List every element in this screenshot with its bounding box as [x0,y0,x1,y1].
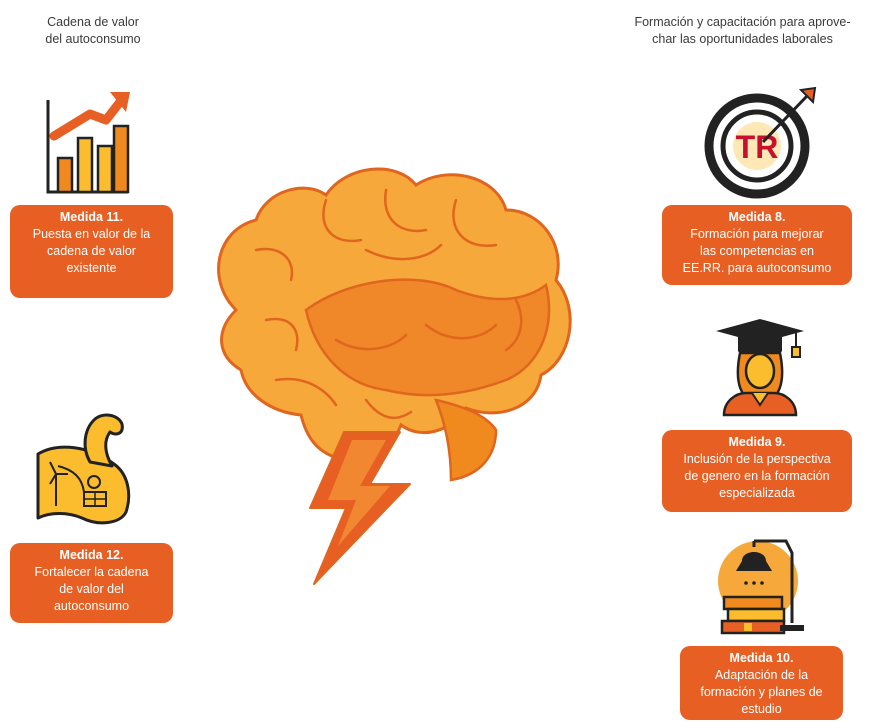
study-lamp-books-icon [718,539,804,635]
medida-12-card: Medida 12. Fortalecer la cadena de valor… [10,543,173,623]
medida-9-card: Medida 9. Inclusión de la perspectiva de… [662,430,852,512]
right-heading: Formación y capacitación para aprove- ch… [610,14,875,48]
medida-9-line-2: de genero en la formación [684,469,830,483]
medida-12-line-1: Fortalecer la cadena [34,565,149,579]
medida-12-title: Medida 12. [59,548,124,562]
medida-9-line-3: especializada [719,486,795,500]
left-heading-line-2: del autoconsumo [45,32,141,46]
brain-icon [217,167,572,482]
medida-9-title: Medida 9. [728,435,786,449]
flexed-arm-renewables-icon [36,413,131,525]
lightning-bolt-icon [309,431,411,585]
right-heading-line-1: Formación y capacitación para aprove- [634,15,851,29]
left-heading: Cadena de valor del autoconsumo [18,14,168,48]
medida-11-card: Medida 11. Puesta en valor de la cadena … [10,205,173,298]
medida-11-title: Medida 11. [59,210,124,224]
medida-10-line-3: estudio [741,702,782,716]
medida-8-line-2: las competencias en [700,244,814,258]
medida-10-line-1: Adaptación de la [714,668,809,682]
medida-11-line-3: existente [66,261,117,275]
medida-12-line-3: autoconsumo [53,599,130,613]
medida-8-title: Medida 8. [728,210,786,224]
target-logo-icon: TR [704,86,817,199]
medida-12-line-2: de valor del [59,582,124,596]
medida-10-card: Medida 10. Adaptación de la formación y … [680,646,843,720]
medida-8-line-3: EE.RR. para autoconsumo [682,261,832,275]
growth-chart-icon [46,92,130,194]
medida-11-line-1: Puesta en valor de la [32,227,151,241]
medida-9-line-1: Inclusión de la perspectiva [683,452,831,466]
right-heading-line-2: char las oportunidades laborales [652,32,833,46]
medida-8-card: Medida 8. Formación para mejorar las com… [662,205,852,285]
medida-10-line-2: formación y planes de [700,685,823,699]
left-heading-line-1: Cadena de valor [47,15,139,29]
graduate-icon [716,319,804,417]
medida-10-title: Medida 10. [729,651,794,665]
medida-8-line-1: Formación para mejorar [690,227,824,241]
medida-11-line-2: cadena de valor [47,244,136,258]
